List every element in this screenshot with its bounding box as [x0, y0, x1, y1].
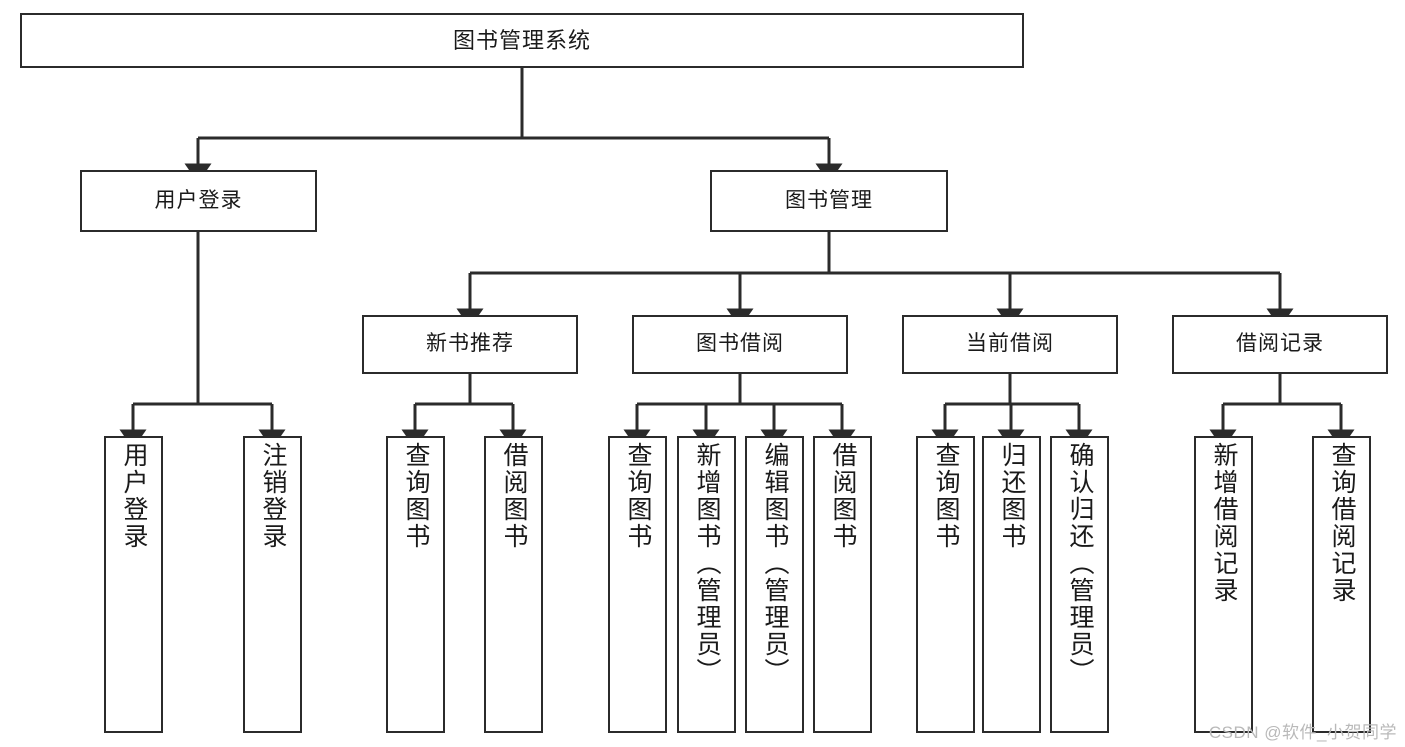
branch-node-book-manage[interactable]: 图书管理 [710, 170, 948, 232]
node-label: 图书管理系统 [452, 27, 591, 53]
leaf-node-leaf-borrow-book-1[interactable]: 借阅图书 [484, 436, 543, 733]
node-label: 注销登录 [259, 442, 287, 550]
leaf-node-leaf-user-logout[interactable]: 注销登录 [243, 436, 302, 733]
node-label: 图书管理 [785, 188, 873, 212]
branch-node-user-login[interactable]: 用户登录 [80, 170, 317, 232]
node-label: 用户登录 [154, 188, 243, 212]
node-label: 新书推荐 [426, 332, 514, 356]
node-label: 查询图书 [932, 442, 960, 550]
node-label: 归还图书 [998, 442, 1026, 550]
module-node-new-book-recommend[interactable]: 新书推荐 [362, 315, 578, 374]
node-label: 借阅图书 [829, 442, 857, 550]
leaf-node-leaf-borrow-book-2[interactable]: 借阅图书 [813, 436, 872, 733]
node-label: 借阅记录 [1236, 332, 1324, 356]
module-node-borrow-record[interactable]: 借阅记录 [1172, 315, 1388, 374]
leaf-node-leaf-add-book[interactable]: 新增图书（管理员） [677, 436, 736, 733]
node-label: 编辑图书（管理员） [761, 442, 789, 685]
node-label: 新增图书（管理员） [693, 442, 721, 685]
root-node[interactable]: 图书管理系统 [20, 13, 1024, 68]
leaf-node-leaf-edit-book[interactable]: 编辑图书（管理员） [745, 436, 804, 733]
watermark-text: CSDN @软件_小贺同学 [1208, 723, 1397, 742]
leaf-node-leaf-user-login[interactable]: 用户登录 [104, 436, 163, 733]
leaf-node-leaf-confirm-return[interactable]: 确认归还（管理员） [1050, 436, 1109, 733]
node-label: 查询借阅记录 [1328, 442, 1356, 604]
node-label: 新增借阅记录 [1210, 442, 1238, 604]
leaf-node-leaf-add-record[interactable]: 新增借阅记录 [1194, 436, 1253, 733]
node-label: 借阅图书 [500, 442, 528, 550]
node-label: 图书借阅 [696, 332, 784, 356]
leaf-node-leaf-query-book-1[interactable]: 查询图书 [386, 436, 445, 733]
leaf-node-leaf-query-book-3[interactable]: 查询图书 [916, 436, 975, 733]
module-node-book-borrow[interactable]: 图书借阅 [632, 315, 848, 374]
node-label: 查询图书 [624, 442, 652, 550]
leaf-node-leaf-query-record[interactable]: 查询借阅记录 [1312, 436, 1371, 733]
node-label: 当前借阅 [966, 332, 1054, 356]
node-label: 查询图书 [402, 442, 430, 550]
leaf-node-leaf-return-book[interactable]: 归还图书 [982, 436, 1041, 733]
node-label: 用户登录 [120, 442, 148, 550]
node-label: 确认归还（管理员） [1066, 442, 1094, 685]
module-node-current-borrow[interactable]: 当前借阅 [902, 315, 1118, 374]
leaf-node-leaf-query-book-2[interactable]: 查询图书 [608, 436, 667, 733]
